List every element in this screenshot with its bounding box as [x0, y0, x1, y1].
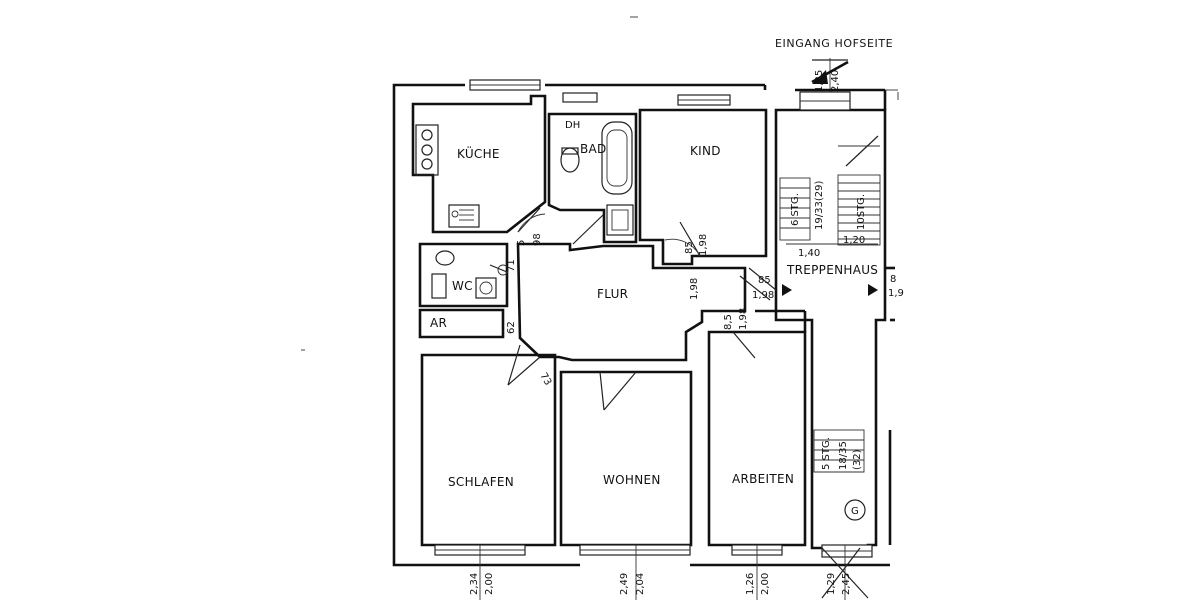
stair-upper-left-ratio: 19/33(29) — [814, 181, 825, 230]
dim-wc-door: 71 — [506, 259, 517, 272]
room-label-flur: FLUR — [597, 287, 628, 301]
entrance-label: EINGANG HOFSEITE — [775, 37, 893, 50]
inner-walls — [411, 94, 895, 550]
dim-window-schlafen-b: 2,00 — [484, 573, 495, 595]
stair-lower-extra: (32) — [852, 449, 863, 470]
outer-walls — [392, 83, 899, 567]
room-label-ar: AR — [430, 316, 447, 330]
dim-kind-door-a: 85 — [684, 241, 695, 254]
wc-fixtures — [431, 250, 509, 299]
dim-window-arbeiten-b: 2,00 — [760, 573, 771, 595]
stair-upper-left-steps: 6 STG. — [790, 193, 801, 226]
entrance-arrow — [811, 58, 849, 92]
dim-kind-door-b: 1,98 — [698, 234, 709, 256]
bathroom-fixtures — [560, 121, 634, 236]
entrance-dim-b: 2,40 — [830, 70, 841, 92]
dim-right-edge-b: 1,9 — [888, 288, 904, 299]
dim-window-treppenhaus-b: 2,45 — [841, 573, 852, 595]
stair-symbol: G — [851, 506, 859, 517]
room-label-treppenhaus: TREPPENHAUS — [786, 263, 878, 277]
room-label-bad: BAD — [580, 142, 607, 156]
room-label-arbeiten: ARBEITEN — [732, 472, 794, 486]
dim-entrance-door-b: 1,98 — [752, 290, 774, 301]
stair-width-right: 1,20 — [843, 235, 865, 246]
dim-window-schlafen-a: 2,34 — [469, 573, 480, 595]
dim-window-arbeiten-a: 1,26 — [745, 573, 756, 595]
stair-upper-right-steps: 10STG. — [856, 194, 867, 230]
scan-marks — [301, 16, 638, 351]
room-label-schlafen: SCHLAFEN — [448, 475, 514, 489]
stair-lower-steps: 5 STG. — [821, 437, 832, 470]
stair-width-left: 1,40 — [798, 248, 820, 259]
dim-entrance-door-a: 85 — [758, 275, 771, 286]
room-label-wohnen: WOHNEN — [603, 473, 661, 487]
stair-lower-ratio: 18/35 — [838, 441, 849, 470]
stairs — [779, 135, 881, 521]
dim-window-treppenhaus-a: 1,29 — [826, 573, 837, 595]
window-dimension-leaders — [479, 545, 846, 600]
dim-flur-side: 1,98 — [689, 278, 700, 300]
dim-kueche-door-a: 5 — [516, 240, 527, 246]
room-label-kind: KIND — [690, 144, 721, 158]
dim-arbeiten-door-a: 8,5 — [723, 314, 734, 330]
kitchen-fixtures — [415, 124, 480, 228]
dim-window-wohnen-b: 2,04 — [635, 573, 646, 595]
dim-window-wohnen-a: 2,49 — [619, 573, 630, 595]
room-label-kueche: KÜCHE — [457, 145, 500, 161]
dim-ar-door: 62 — [506, 321, 517, 334]
entrance-dim-a: 1,35 — [814, 70, 825, 92]
room-label-wc: WC — [452, 279, 473, 293]
dim-kueche-door-b: 98 — [532, 233, 543, 246]
dim-arbeiten-door-b: 1,98 — [738, 308, 749, 330]
dim-right-edge-a: 8 — [890, 274, 896, 285]
dim-schlafen-door: 73 — [537, 371, 553, 388]
room-label-dh: DH — [565, 120, 580, 131]
